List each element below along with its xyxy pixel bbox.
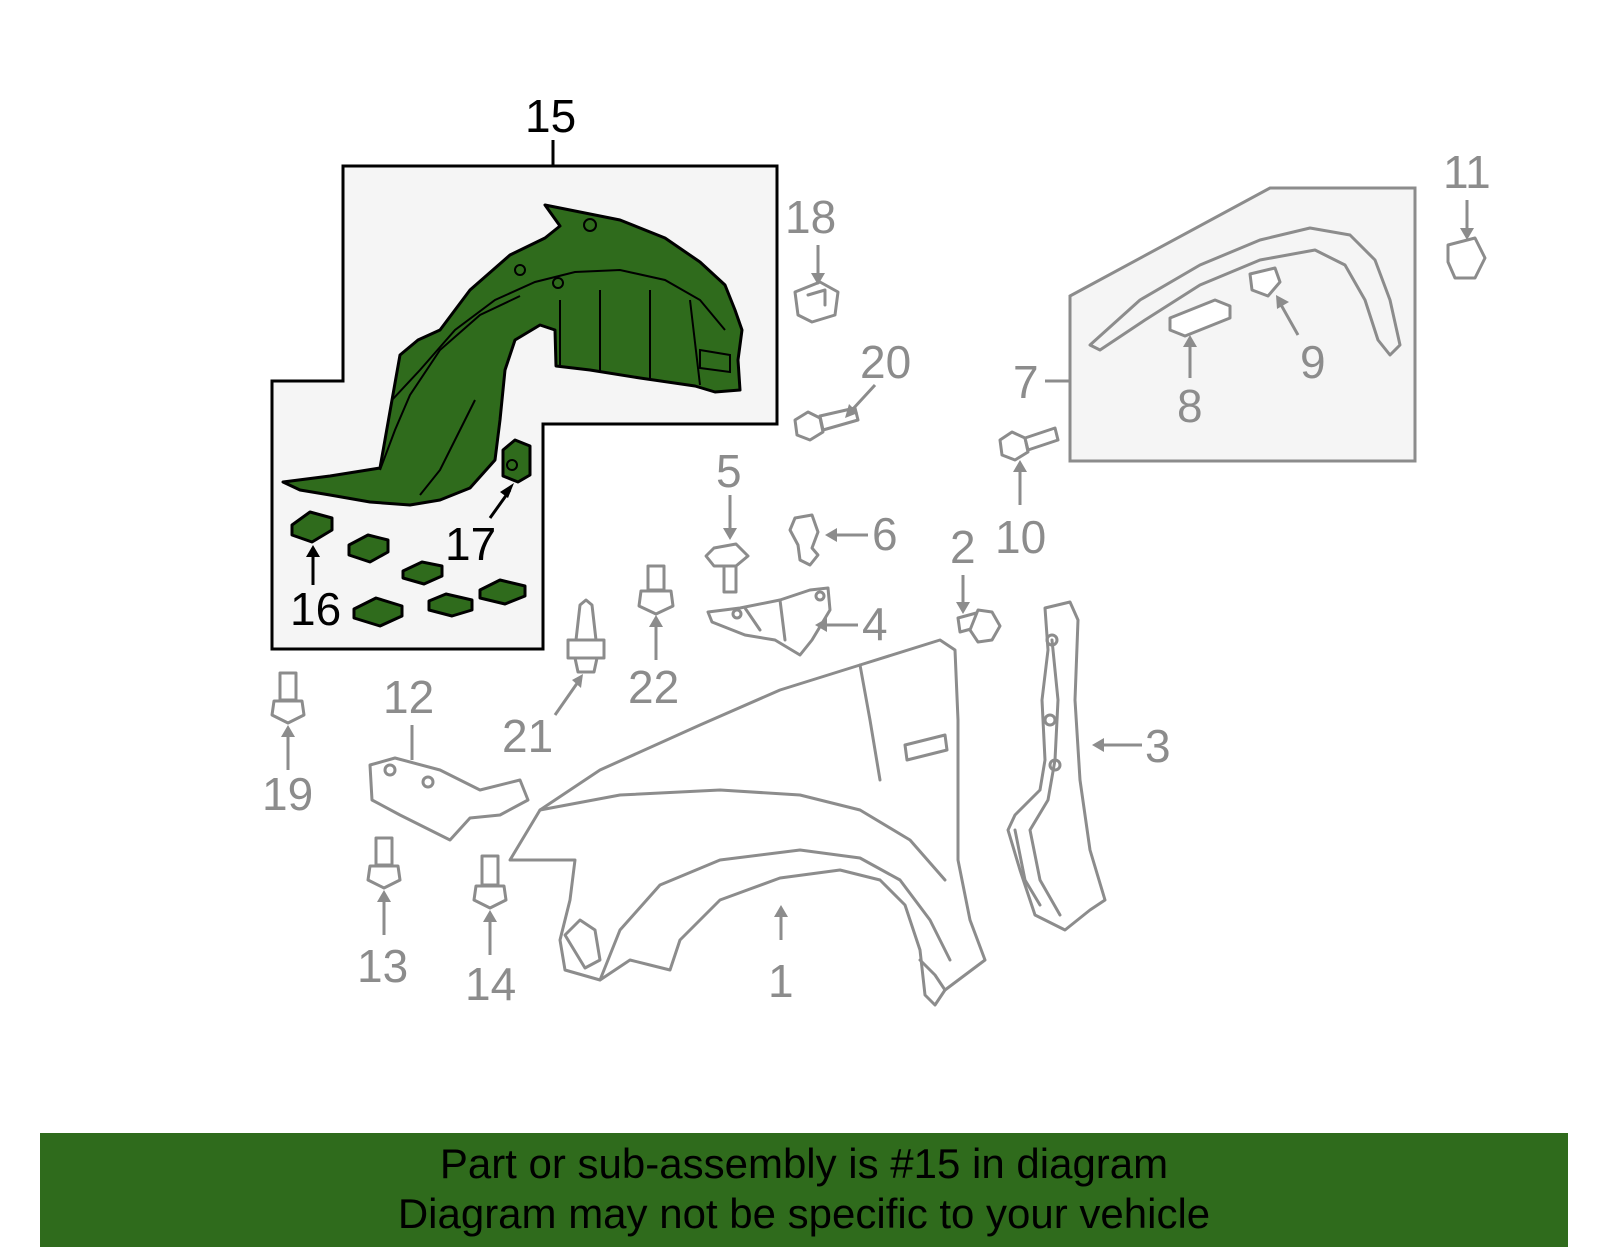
callout-17: 17 [445,518,496,570]
pillar-panel-part-3[interactable] [1006,600,1142,932]
clip-part-6[interactable] [788,513,868,567]
callout-16: 16 [290,583,341,635]
callout-11: 11 [1443,146,1491,198]
bolt-part-10[interactable] [998,426,1060,505]
fender-liner-part[interactable] [281,203,744,507]
callout-9: 9 [1300,336,1326,388]
callout-19: 19 [262,768,313,820]
bracket-part-12[interactable] [368,725,530,842]
bolt-part-20[interactable] [793,383,877,442]
molding-assembly-box-7[interactable] [1045,186,1417,463]
bolt-part-19[interactable] [270,671,306,770]
footer-line-1: Part or sub-assembly is #15 in diagram [439,1140,1169,1187]
callout-21: 21 [502,710,553,762]
bracket-part-4[interactable] [706,586,858,657]
callout-12: 12 [383,671,434,723]
fender-part-1[interactable] [508,638,987,1007]
callout-13: 13 [357,940,408,992]
bolt-part-13[interactable] [366,836,402,935]
bolt-part-14[interactable] [472,854,508,955]
callout-8: 8 [1177,380,1203,432]
callout-1: 1 [768,955,794,1007]
footer-banner: Part or sub-assembly is #15 in diagram D… [40,1133,1568,1247]
nut-parts-16[interactable] [290,510,527,628]
bolt-part-2[interactable] [956,575,1002,644]
pin-clip-part-21[interactable] [553,598,606,716]
callout-14: 14 [465,958,516,1010]
callout-22: 22 [628,661,679,713]
callout-3: 3 [1145,720,1171,772]
callout-7: 7 [1013,356,1039,408]
bolt-part-22[interactable] [637,564,675,660]
callout-20: 20 [860,336,911,388]
callout-4: 4 [862,598,888,650]
clip-part-17[interactable] [488,438,532,519]
callout-15: 15 [525,90,576,142]
callout-6: 6 [872,508,898,560]
nut-part-18[interactable] [793,245,840,324]
callout-18: 18 [785,191,836,243]
callout-10: 10 [995,511,1046,563]
fender-liner-assembly-box[interactable] [270,140,779,651]
callout-2: 2 [950,521,976,573]
clip-part-11[interactable] [1446,200,1487,280]
callout-5: 5 [716,445,742,497]
bolt-part-5[interactable] [704,495,750,594]
footer-line-2: Diagram may not be specific to your vehi… [397,1190,1211,1237]
